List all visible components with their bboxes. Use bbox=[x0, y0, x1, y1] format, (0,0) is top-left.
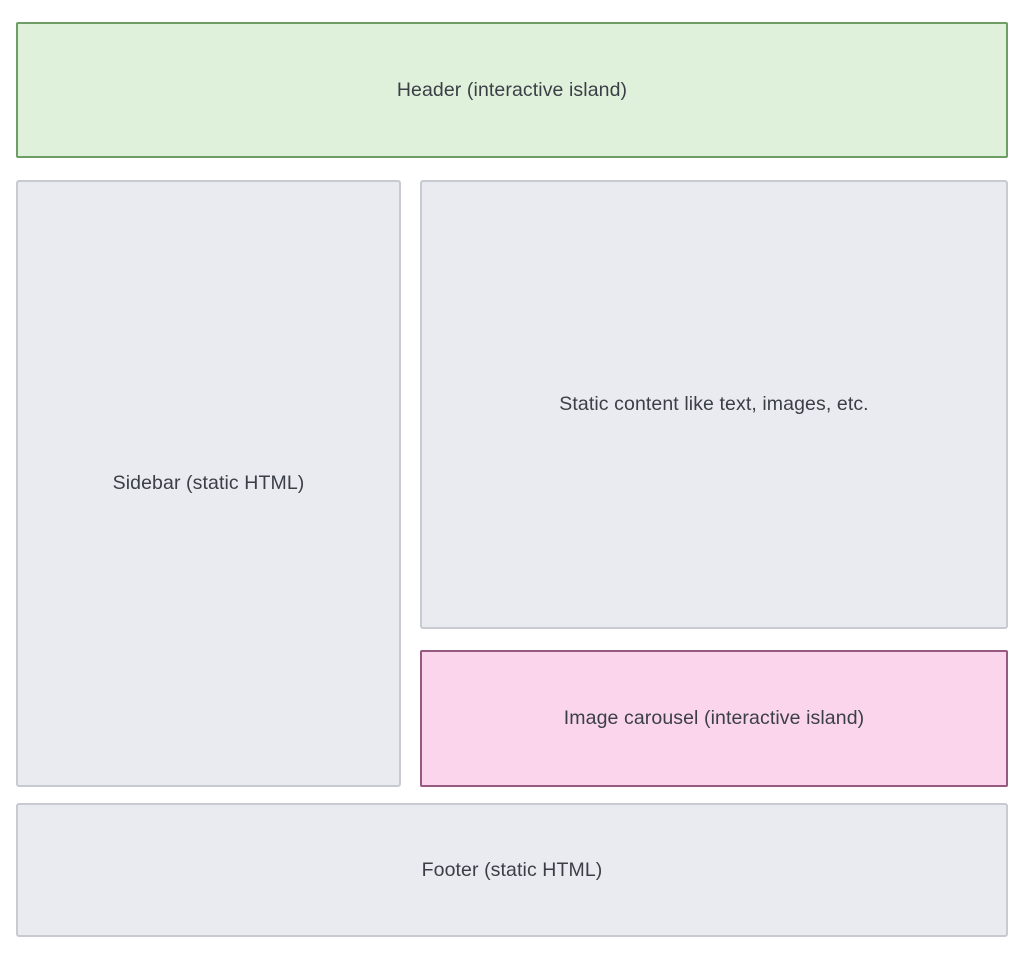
header-region[interactable]: Header (interactive island) bbox=[16, 22, 1008, 158]
sidebar-region: Sidebar (static HTML) bbox=[16, 180, 401, 787]
footer-region-label: Footer (static HTML) bbox=[421, 858, 603, 881]
main-content-region: Static content like text, images, etc. bbox=[420, 180, 1008, 629]
main-content-region-label: Static content like text, images, etc. bbox=[559, 393, 869, 416]
image-carousel-region-label: Image carousel (interactive island) bbox=[563, 707, 865, 730]
image-carousel-region[interactable]: Image carousel (interactive island) bbox=[420, 650, 1008, 787]
header-region-label: Header (interactive island) bbox=[396, 78, 628, 101]
footer-region: Footer (static HTML) bbox=[16, 803, 1008, 937]
sidebar-region-label: Sidebar (static HTML) bbox=[112, 472, 305, 495]
